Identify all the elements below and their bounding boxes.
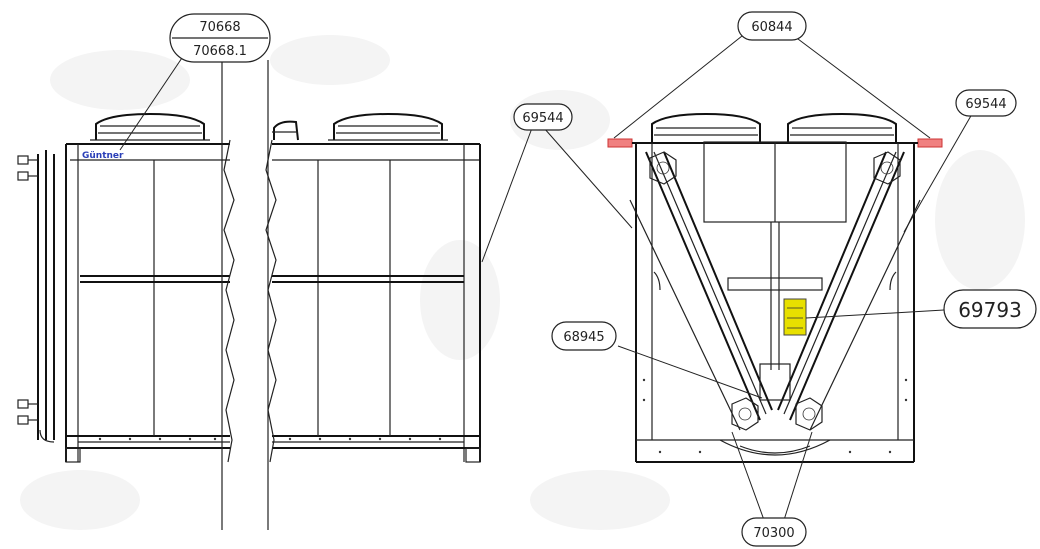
callout-70300: 70300 <box>741 517 807 547</box>
pump <box>759 363 791 401</box>
callout-label-69793: 69793 <box>958 298 1022 322</box>
fan-unit-left <box>90 112 210 141</box>
v-coil <box>629 151 921 431</box>
callout-69544-right: 69544 <box>955 89 1017 117</box>
flanges <box>649 151 901 431</box>
callout-69544-left: 69544 <box>513 103 573 131</box>
callout-69793: 69793 <box>943 289 1037 329</box>
side-view: Güntner <box>17 60 481 530</box>
fan-unit-cut <box>272 120 299 141</box>
leader-lines <box>119 35 973 521</box>
fan-unit-right <box>328 112 448 141</box>
warning-label <box>783 298 807 336</box>
fan-unit-end-left <box>651 112 761 142</box>
callout-label-69544-left: 69544 <box>522 111 563 126</box>
callout-label-69544-right: 69544 <box>965 97 1006 112</box>
callout-68945: 68945 <box>551 321 617 351</box>
end-view <box>607 112 943 463</box>
highlight-right <box>917 138 943 148</box>
frame-dots <box>642 378 908 454</box>
callout-label-70668-1: 70668.1 <box>193 44 247 59</box>
callout-label-60844: 60844 <box>751 20 792 35</box>
rail-holes <box>98 437 442 441</box>
callout-label-68945: 68945 <box>563 330 604 345</box>
side-piping <box>17 150 55 443</box>
callout-60844: 60844 <box>737 11 807 41</box>
highlight-left <box>607 138 633 148</box>
fan-unit-end-right <box>787 112 897 142</box>
brand-label: Güntner <box>82 151 124 161</box>
callout-label-70300: 70300 <box>753 526 794 541</box>
callout-70668: 70668 70668.1 <box>169 13 271 63</box>
callout-label-70668: 70668 <box>199 20 240 35</box>
